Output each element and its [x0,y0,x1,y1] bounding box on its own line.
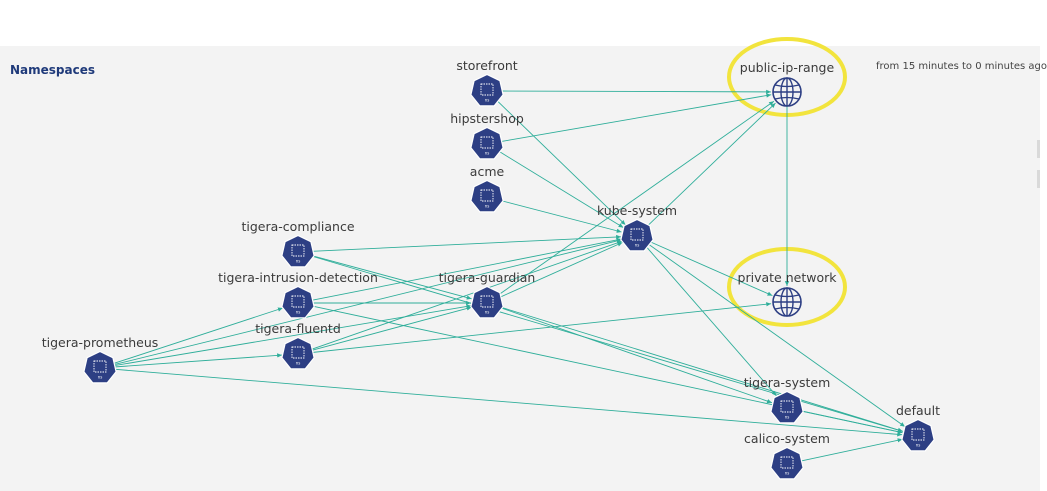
ns-badge: ns [296,259,301,264]
node-label: hipstershop [450,111,524,126]
namespace-icon: ns [470,285,504,319]
namespace-icon: ns [901,418,935,452]
globe-icon [772,77,802,107]
namespace-icon: ns [770,446,804,480]
ns-badge: ns [296,361,301,366]
edge-tigera-guardian-to-kube-system[interactable] [499,242,623,298]
edge-calico-system-to-default[interactable] [800,438,903,462]
edge-storefront-to-public-ip-range[interactable] [500,89,772,95]
edge-tigera-prometheus-to-tigera-guardian[interactable] [113,304,472,367]
ns-badge: ns [98,375,103,380]
node-label: tigera-system [744,375,831,390]
node-label: tigera-fluentd [255,321,341,336]
node-tigera-compliance[interactable]: ns tigera-compliance [241,219,355,268]
node-tigera-prometheus[interactable]: ns tigera-prometheus [42,335,159,384]
node-acme[interactable]: ns acme [470,164,505,213]
node-label: kube-system [597,203,677,218]
ns-badge: ns [916,443,921,448]
namespace-icon: ns [470,126,504,160]
edge-kube-system-to-tigera-system[interactable] [645,246,777,397]
edge-tigera-guardian-to-public-ip-range[interactable] [498,100,775,296]
edge-tigera-guardian-to-default[interactable] [500,306,903,432]
edge-tigera-fluentd-to-private-network[interactable] [311,302,772,353]
edge-hipstershop-to-public-ip-range[interactable] [500,93,772,143]
ns-badge: ns [635,243,640,248]
edge-hipstershop-to-kube-system[interactable] [498,150,624,228]
node-tigera-intrusion-detection[interactable]: ns tigera-intrusion-detection [218,270,378,319]
node-label: acme [470,164,505,179]
node-label: tigera-intrusion-detection [218,270,378,285]
node-label: calico-system [744,431,830,446]
edge-tigera-prometheus-to-default[interactable] [113,368,903,437]
node-default[interactable]: ns default [896,403,940,452]
node-tigera-guardian[interactable]: ns tigera-guardian [439,270,536,319]
node-calico-system[interactable]: ns calico-system [744,431,830,480]
ns-badge: ns [785,415,790,420]
side-panel-tab[interactable] [1037,170,1040,188]
ns-badge: ns [485,98,490,103]
time-range-label[interactable]: from 15 minutes to 0 minutes ago [876,61,1047,72]
top-strip [0,0,1040,46]
side-panel-tab[interactable] [1037,140,1040,158]
namespace-icon: ns [281,336,315,370]
ns-badge: ns [485,204,490,209]
edge-tigera-prometheus-to-tigera-fluentd[interactable] [113,353,283,368]
globe-icon [772,287,802,317]
node-label: private network [738,270,838,285]
node-tigera-fluentd[interactable]: ns tigera-fluentd [255,321,341,370]
edge-kube-system-to-default[interactable] [648,243,906,428]
edge-tigera-prometheus-to-kube-system[interactable] [113,238,622,366]
edge-kube-system-to-private-network[interactable] [649,241,773,297]
ns-badge: ns [485,310,490,315]
node-storefront[interactable]: ns storefront [456,58,518,107]
graph-canvas[interactable] [0,46,1040,491]
edge-tigera-compliance-to-tigera-guardian[interactable] [311,255,472,300]
namespace-icon: ns [281,234,315,268]
edge-tigera-guardian-to-tigera-system[interactable] [500,307,773,404]
node-tigera-system[interactable]: ns tigera-system [744,375,831,424]
node-label: storefront [456,58,517,73]
edge-tigera-system-to-default[interactable] [800,410,903,434]
namespace-icon: ns [470,179,504,213]
node-label: public-ip-range [740,60,835,75]
namespace-icon: ns [83,350,117,384]
node-label: default [896,403,940,418]
namespace-icon: ns [620,218,654,252]
namespace-icon: ns [770,390,804,424]
edge-tigera-fluentd-to-kube-system[interactable] [311,240,623,350]
edge-tigera-fluentd-to-tigera-guardian[interactable] [311,306,472,351]
edge-acme-to-kube-system[interactable] [500,200,622,233]
edge-tigera-compliance-to-default[interactable] [311,255,903,433]
node-public-ip-range[interactable]: public-ip-range [740,60,835,107]
namespace-icon: ns [281,285,315,319]
panel-title: Namespaces [10,63,96,77]
node-kube-system[interactable]: ns kube-system [597,203,677,252]
ns-badge: ns [785,471,790,476]
node-label: tigera-guardian [439,270,536,285]
node-hipstershop[interactable]: ns hipstershop [450,111,524,160]
ns-badge: ns [296,310,301,315]
edge-tigera-compliance-to-kube-system[interactable] [311,234,622,252]
node-label: tigera-prometheus [42,335,159,350]
namespace-icon: ns [470,73,504,107]
edge-tigera-prometheus-to-tigera-intrusion-detection[interactable] [113,307,283,365]
node-private-network[interactable]: private network [738,270,838,317]
node-label: tigera-compliance [241,219,354,234]
edge-storefront-to-kube-system[interactable] [496,100,626,226]
edge-kube-system-to-public-ip-range[interactable] [646,102,776,227]
edge-tigera-intrusion-detection-to-kube-system[interactable] [311,237,622,301]
ns-badge: ns [485,151,490,156]
